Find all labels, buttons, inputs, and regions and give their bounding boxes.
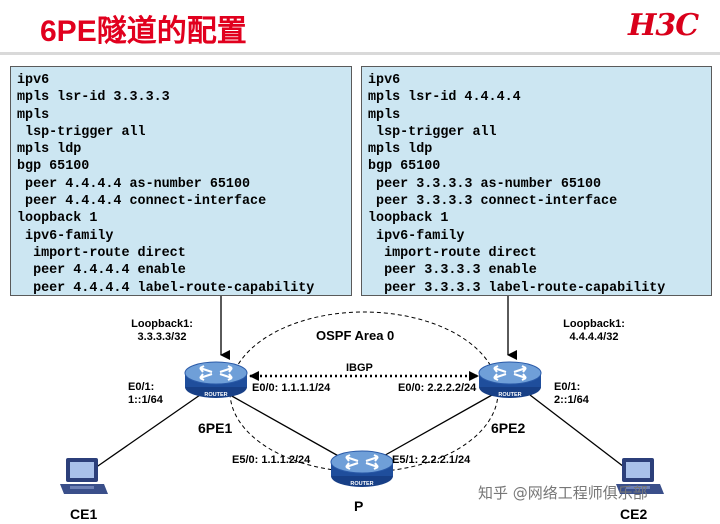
title-divider — [0, 52, 720, 55]
config-line: bgp 65100 — [368, 159, 441, 175]
config-line: peer 3.3.3.3 as-number 65100 — [368, 176, 602, 192]
pe1-loopback-label: Loopback1: 3.3.3.3/32 — [124, 318, 200, 344]
pe2-e01-label: E0/1: 2::1/64 — [554, 381, 589, 407]
pe1-loopback-title: Loopback1: — [131, 318, 193, 330]
p-e50-label: E5/0: 1.1.1.2/24 — [232, 454, 311, 466]
pe1-e01-address: 1::1/64 — [128, 394, 163, 406]
pe2-loopback-address: 4.4.4.4/32 — [569, 331, 619, 343]
config-line: lsp-trigger all — [17, 124, 146, 140]
h3c-logo: H3C — [628, 8, 699, 43]
node-label-6pe1: 6PE1 — [198, 420, 233, 436]
config-line: import-route direct — [368, 245, 537, 261]
config-line: peer 3.3.3.3 label-route-capability — [368, 280, 666, 296]
watermark: 知乎 @网络工程师俱乐部 — [478, 484, 648, 502]
node-label-ce2: CE2 — [620, 506, 648, 522]
config-line: mpls — [368, 107, 401, 123]
config-line: ipv6-family — [17, 228, 114, 244]
config-line: loopback 1 — [368, 211, 449, 227]
config-line: ipv6-family — [368, 228, 465, 244]
router-badge: ROUTER — [204, 392, 227, 398]
ibgp-label: IBGP — [346, 362, 373, 374]
config-line: mpls lsr-id 4.4.4.4 — [368, 90, 521, 106]
pe2-loopback-title: Loopback1: — [563, 318, 625, 330]
router-p: ROUTER — [330, 450, 394, 488]
config-line: peer 4.4.4.4 as-number 65100 — [17, 176, 251, 192]
pe1-e01-label: E0/1: 1::1/64 — [128, 381, 163, 407]
config-line: mpls ldp — [17, 142, 82, 158]
config-line: bgp 65100 — [17, 159, 90, 175]
router-6pe2: ROUTER — [478, 361, 542, 399]
pe2-e01-address: 2::1/64 — [554, 394, 589, 406]
config-line: loopback 1 — [17, 211, 98, 227]
config-line: peer 4.4.4.4 label-route-capability — [17, 280, 315, 296]
config-line: mpls lsr-id 3.3.3.3 — [17, 90, 170, 106]
link-6pe2-ce2 — [529, 394, 629, 471]
router-badge: ROUTER — [498, 392, 521, 398]
pe2-e01-title: E0/1: — [554, 381, 581, 393]
link-6pe1-p — [229, 394, 343, 459]
node-label-6pe2: 6PE2 — [491, 420, 526, 436]
node-label-p: P — [354, 498, 364, 514]
config-line: mpls ldp — [368, 142, 433, 158]
config-line: mpls — [17, 107, 50, 123]
pe2-loopback-label: Loopback1: 4.4.4.4/32 — [556, 318, 632, 344]
pe1-e01-title: E0/1: — [128, 381, 155, 393]
link-p-6pe2 — [379, 394, 493, 459]
config-line: import-route direct — [17, 245, 186, 261]
pe1-e00-label: E0/0: 1.1.1.1/24 — [252, 382, 331, 394]
config-line: peer 3.3.3.3 connect-interface — [368, 194, 618, 210]
config-line: ipv6 — [368, 73, 401, 88]
link-ce1-6pe1 — [94, 394, 201, 469]
ospf-area-label: OSPF Area 0 — [316, 328, 395, 343]
node-label-ce1: CE1 — [70, 506, 98, 522]
config-line: peer 3.3.3.3 enable — [368, 263, 537, 279]
router-badge: ROUTER — [350, 481, 373, 487]
pe1-loopback-address: 3.3.3.3/32 — [137, 331, 187, 343]
page-title: 6PE隧道的配置 — [40, 15, 247, 48]
pe2-e00-label: E0/0: 2.2.2.2/24 — [398, 382, 477, 394]
config-line: lsp-trigger all — [368, 124, 497, 140]
p-e51-label: E5/1: 2.2.2.1/24 — [392, 454, 471, 466]
config-line: peer 4.4.4.4 connect-interface — [17, 194, 267, 210]
config-line: peer 4.4.4.4 enable — [17, 263, 186, 279]
router-6pe1: ROUTER — [184, 361, 248, 399]
config-line: ipv6 — [17, 73, 50, 88]
